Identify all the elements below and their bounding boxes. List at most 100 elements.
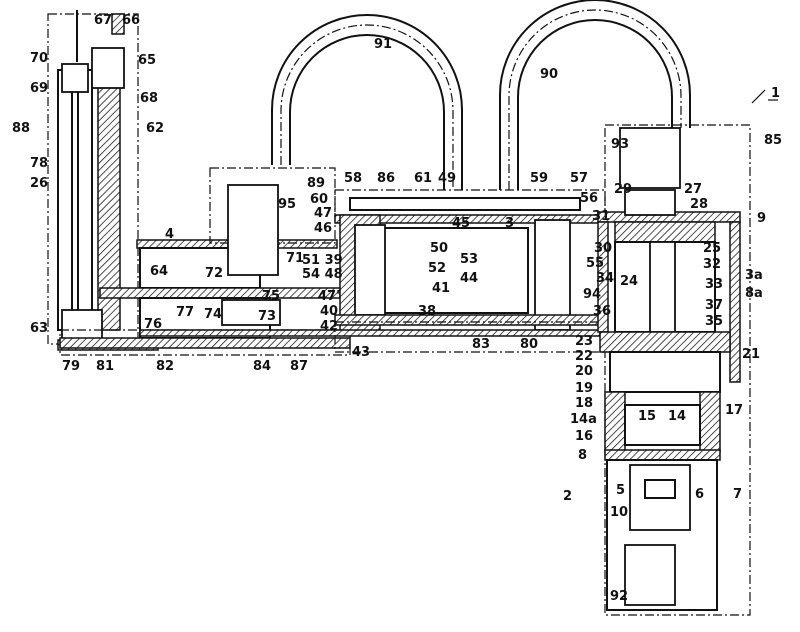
label: 15 xyxy=(638,409,656,424)
label: 38 xyxy=(418,304,436,319)
label: 67 xyxy=(94,13,112,28)
hose-91 xyxy=(271,14,463,190)
label: 6 xyxy=(695,487,704,502)
label: 47 xyxy=(314,206,332,221)
label: 3 xyxy=(505,216,514,231)
label: 14 xyxy=(668,409,686,424)
label: 30 xyxy=(594,241,612,256)
label: 53 xyxy=(460,252,478,267)
label: 94 xyxy=(583,287,601,302)
label: 81 xyxy=(96,359,114,374)
label: 19 xyxy=(575,381,593,396)
label: 28 xyxy=(690,197,708,212)
label: 64 xyxy=(150,264,168,279)
label: 42 xyxy=(320,319,338,334)
label: 27 xyxy=(684,182,702,197)
label: 83 xyxy=(472,337,490,352)
label: 21 xyxy=(742,347,760,362)
label: 8a xyxy=(745,286,763,301)
label: 14a xyxy=(570,412,597,427)
label: 80 xyxy=(520,337,538,352)
label: 91 xyxy=(374,37,392,52)
label: 57 xyxy=(570,171,588,186)
label: 4 xyxy=(165,227,174,242)
label: 40 xyxy=(320,304,338,319)
label: 2 xyxy=(563,489,572,504)
label: 32 xyxy=(703,257,721,272)
label: 9 xyxy=(757,211,766,226)
hose-90 xyxy=(499,0,691,190)
label: 24 xyxy=(620,274,638,289)
label: 8 xyxy=(578,448,587,463)
label: 16 xyxy=(575,429,593,444)
label: 61 xyxy=(414,171,432,186)
label: 95 xyxy=(278,197,296,212)
label: 89 xyxy=(307,176,325,191)
label: 45 xyxy=(452,216,470,231)
label: 71 xyxy=(286,251,304,266)
label: 54 48 xyxy=(302,267,343,282)
label: 34 xyxy=(596,271,614,286)
label: 72 xyxy=(205,266,223,281)
label: 52 xyxy=(428,261,446,276)
label: 55 xyxy=(586,256,604,271)
label: 60 xyxy=(310,192,328,207)
label: 7 xyxy=(733,487,742,502)
label: 22 xyxy=(575,349,593,364)
label: 41 xyxy=(432,281,450,296)
label: 31 xyxy=(592,209,610,224)
label: 73 xyxy=(258,309,276,324)
label: 75 xyxy=(262,289,280,304)
label: 5 xyxy=(616,483,625,498)
label: 77 xyxy=(176,305,194,320)
label: 44 xyxy=(460,271,478,286)
label: 10 xyxy=(610,505,628,520)
label: 26 xyxy=(30,176,48,191)
label: 56 xyxy=(580,191,598,206)
label: 23 xyxy=(575,334,593,349)
label: 37 xyxy=(705,298,723,313)
label: 92 xyxy=(610,589,628,604)
label: 85 xyxy=(764,133,782,148)
label: 17 xyxy=(725,403,743,418)
label: 50 xyxy=(430,241,448,256)
label: 25 xyxy=(703,241,721,256)
label: 84 xyxy=(253,359,271,374)
label: 88 xyxy=(12,121,30,136)
label: 62 xyxy=(146,121,164,136)
label: 36 xyxy=(593,304,611,319)
label: 47' xyxy=(318,289,340,304)
label: 3a xyxy=(745,268,763,283)
label: 93 xyxy=(611,137,629,152)
label: 29 xyxy=(614,182,632,197)
label: 49 xyxy=(438,171,456,186)
label: 43 xyxy=(352,345,370,360)
label: 79 xyxy=(62,359,80,374)
label: 70 xyxy=(30,51,48,66)
label: 90 xyxy=(540,67,558,82)
label: 63 xyxy=(30,321,48,336)
label: 78 xyxy=(30,156,48,171)
label: 82 xyxy=(156,359,174,374)
label: 68 xyxy=(140,91,158,106)
label: 51 39 xyxy=(302,253,343,268)
label: 59 xyxy=(530,171,548,186)
base-housing xyxy=(597,124,751,616)
label: 18 xyxy=(575,396,593,411)
label: 86 xyxy=(377,171,395,186)
label: 74 xyxy=(204,307,222,322)
label: 65 xyxy=(138,53,156,68)
label: 69 xyxy=(30,81,48,96)
label: 33 xyxy=(705,277,723,292)
reference-arrow xyxy=(751,89,766,104)
label: 76 xyxy=(144,317,162,332)
label: 35 xyxy=(705,314,723,329)
label: 20 xyxy=(575,364,593,379)
label: 66 xyxy=(122,13,140,28)
label: 87 xyxy=(290,359,308,374)
label: 46 xyxy=(314,221,332,236)
reference-labels: 1 67 66 70 65 69 68 88 62 78 26 91 90 85… xyxy=(12,13,782,604)
label: 58 xyxy=(344,171,362,186)
